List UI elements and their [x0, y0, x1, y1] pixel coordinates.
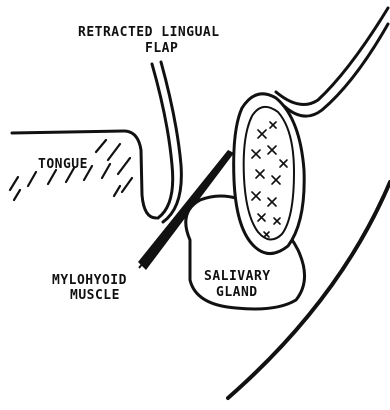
label-salivary: SALIVARY [204, 269, 271, 284]
label-flap: FLAP [145, 41, 178, 56]
label-mylohyoid: MYLOHYOID [52, 273, 127, 288]
tongue [10, 131, 156, 218]
retracted-lingual-flap [152, 62, 181, 222]
label-tongue: TONGUE [38, 157, 88, 172]
label-gland: GLAND [216, 285, 258, 300]
flap-extension [276, 8, 388, 116]
sublingual-mass [234, 94, 305, 254]
label-muscle: MUSCLE [70, 288, 120, 303]
label-retracted-lingual: RETRACTED LINGUAL [78, 25, 220, 40]
